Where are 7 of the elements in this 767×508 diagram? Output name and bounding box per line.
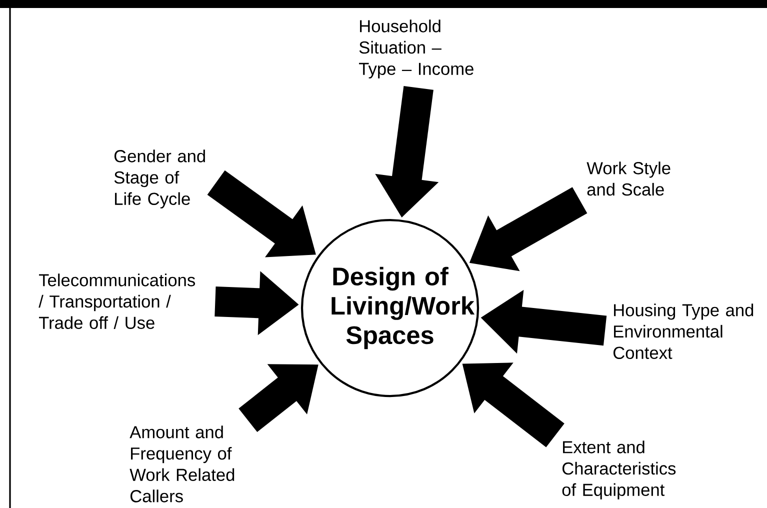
factor-label: Work Style and Scale <box>586 162 670 196</box>
factor-label: Telecommunications / Transportation / Trade off / Use <box>38 274 195 329</box>
factor-label: Gender and Stage of Life Cycle <box>114 150 205 208</box>
factor-label: Extent and Characteristics of Equipment <box>562 440 676 500</box>
factor-label: Amount and Frequency of Work Related Callers <box>130 426 234 502</box>
factor-label: Household Situation – Type – Income <box>359 20 474 78</box>
factor-label: Housing Type and Environmental Context <box>613 304 754 359</box>
